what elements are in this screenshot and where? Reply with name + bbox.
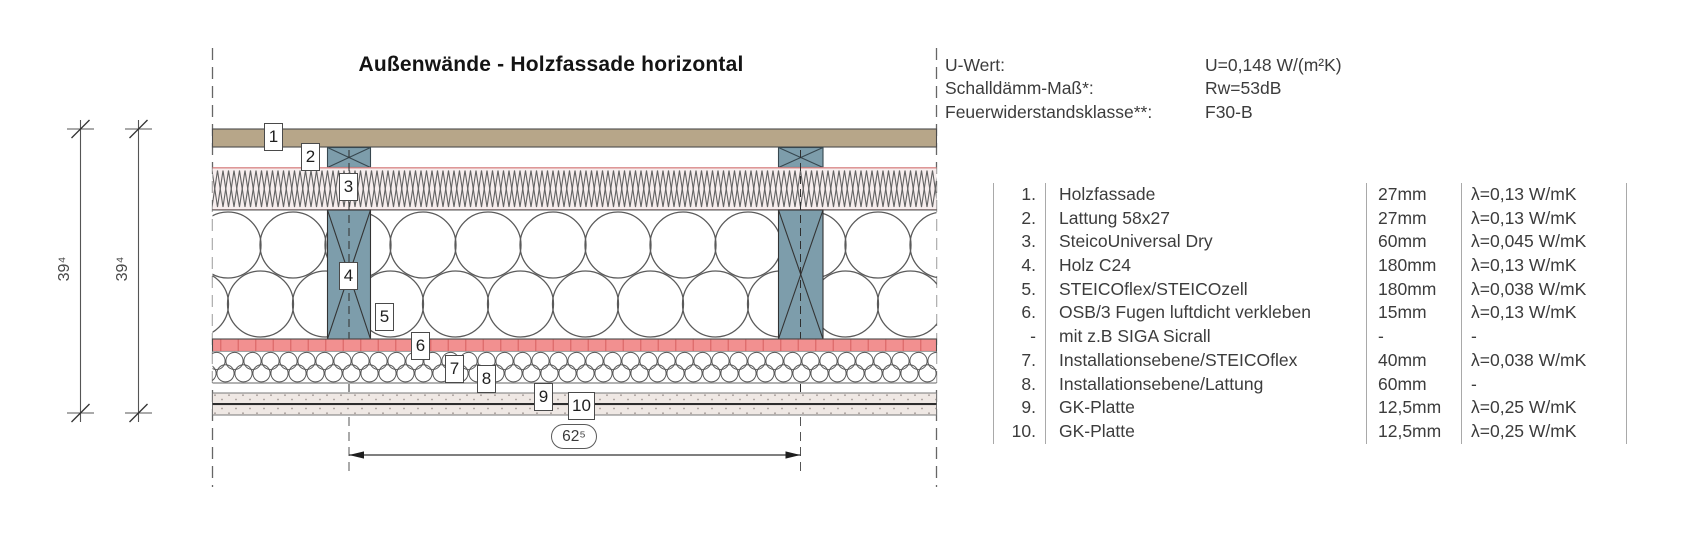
row-name: Installationsebene/Lattung xyxy=(1045,372,1366,397)
layer-label-9: 9 xyxy=(534,383,553,411)
row-size: 27mm xyxy=(1366,206,1461,231)
row-name: Holzfassade xyxy=(1045,183,1366,207)
row-lambda: λ=0,13 W/mK xyxy=(1461,254,1627,278)
row-lambda: λ=0,25 W/mK xyxy=(1461,396,1627,420)
row-no: 10. xyxy=(993,419,1045,444)
materials-table: 1. Holzfassade 27mm λ=0,13 W/mK 2. Lattu… xyxy=(993,183,1627,444)
dimension-wall-height-outer xyxy=(67,119,94,423)
row-lambda: λ=0,045 W/mK xyxy=(1461,230,1627,255)
row-size: 40mm xyxy=(1366,348,1461,373)
info-label-feuer: Feuerwiderstandsklasse**: xyxy=(945,101,1153,122)
row-name: GK-Platte xyxy=(1045,396,1366,420)
layer-label-2: 2 xyxy=(301,143,320,171)
row-name: GK-Platte xyxy=(1045,419,1366,444)
row-no: 9. xyxy=(993,396,1045,420)
row-size: 15mm xyxy=(1366,301,1461,326)
row-no: 8. xyxy=(993,372,1045,397)
row-no: - xyxy=(993,325,1045,349)
row-lambda: λ=0,13 W/mK xyxy=(1461,183,1627,207)
layer-label-4: 4 xyxy=(339,262,358,290)
row-no: 1. xyxy=(993,183,1045,207)
info-value-u-wert: U=0,148 W/(m²K) xyxy=(1205,55,1342,75)
row-size: 180mm xyxy=(1366,254,1461,278)
layer-lattung-battens xyxy=(326,146,824,169)
layer-label-5: 5 xyxy=(375,303,394,331)
row-lambda: - xyxy=(1461,325,1627,349)
row-lambda: λ=0,25 W/mK xyxy=(1461,419,1627,444)
row-no: 6. xyxy=(993,301,1045,326)
row-no: 7. xyxy=(993,348,1045,373)
row-size: 12,5mm xyxy=(1366,396,1461,420)
row-name: mit z.B SIGA Sicrall xyxy=(1045,325,1366,349)
info-label-u-wert: U-Wert: xyxy=(945,55,1005,75)
row-no: 3. xyxy=(993,230,1045,255)
row-name: Holz C24 xyxy=(1045,254,1366,278)
row-no: 4. xyxy=(993,254,1045,278)
row-lambda: λ=0,038 W/mK xyxy=(1461,348,1627,373)
layer-label-1: 1 xyxy=(264,123,283,151)
info-label-schall: Schalldämm-Maß*: xyxy=(945,78,1094,99)
info-value-feuer: F30-B xyxy=(1205,101,1253,122)
row-no: 2. xyxy=(993,206,1045,231)
layer-osb xyxy=(211,338,938,353)
row-lambda: - xyxy=(1461,372,1627,397)
row-lambda: λ=0,038 W/mK xyxy=(1461,277,1627,302)
row-size: 27mm xyxy=(1366,183,1461,207)
layer-steicoflex-main xyxy=(212,209,937,339)
row-size: 180mm xyxy=(1366,277,1461,302)
layer-holzfassade xyxy=(211,128,938,148)
layer-label-8: 8 xyxy=(477,365,496,393)
dim-label-394-inner: 39⁴ xyxy=(114,256,131,282)
row-size: 12,5mm xyxy=(1366,419,1461,444)
row-size: - xyxy=(1366,325,1461,349)
row-lambda: λ=0,13 W/mK xyxy=(1461,301,1627,326)
layer-label-6: 6 xyxy=(411,332,430,360)
row-name: Installationsebene/STEICOflex xyxy=(1045,348,1366,373)
dim-label-394-outer: 39⁴ xyxy=(56,256,73,282)
row-name: Lattung 58x27 xyxy=(1045,206,1366,231)
row-lambda: λ=0,13 W/mK xyxy=(1461,206,1627,231)
dimension-stud-spacing xyxy=(348,417,801,472)
row-name: SteicoUniversal Dry xyxy=(1045,230,1366,255)
layer-label-3: 3 xyxy=(339,173,358,201)
drawing-title: Außenwände - Holzfassade horizontal xyxy=(358,53,744,76)
row-name: OSB/3 Fugen luftdicht verkleben xyxy=(1045,301,1366,326)
dimension-wall-height-inner xyxy=(125,119,152,423)
layer-installation-flex xyxy=(212,351,937,384)
row-size: 60mm xyxy=(1366,230,1461,255)
row-name: STEICOflex/STEICOzell xyxy=(1045,277,1366,302)
performance-info: U-Wert: U=0,148 W/(m²K) Schalldämm-Maß*:… xyxy=(945,55,1342,125)
row-size: 60mm xyxy=(1366,372,1461,397)
row-no: 5. xyxy=(993,277,1045,302)
layer-label-10: 10 xyxy=(568,392,595,420)
layer-label-7: 7 xyxy=(445,355,464,383)
info-value-schall: Rw=53dB xyxy=(1205,78,1282,99)
dim-label-625: 62⁵ xyxy=(551,424,597,449)
wall-section-drawing xyxy=(67,48,938,487)
layer-steicouniversal xyxy=(212,167,937,211)
